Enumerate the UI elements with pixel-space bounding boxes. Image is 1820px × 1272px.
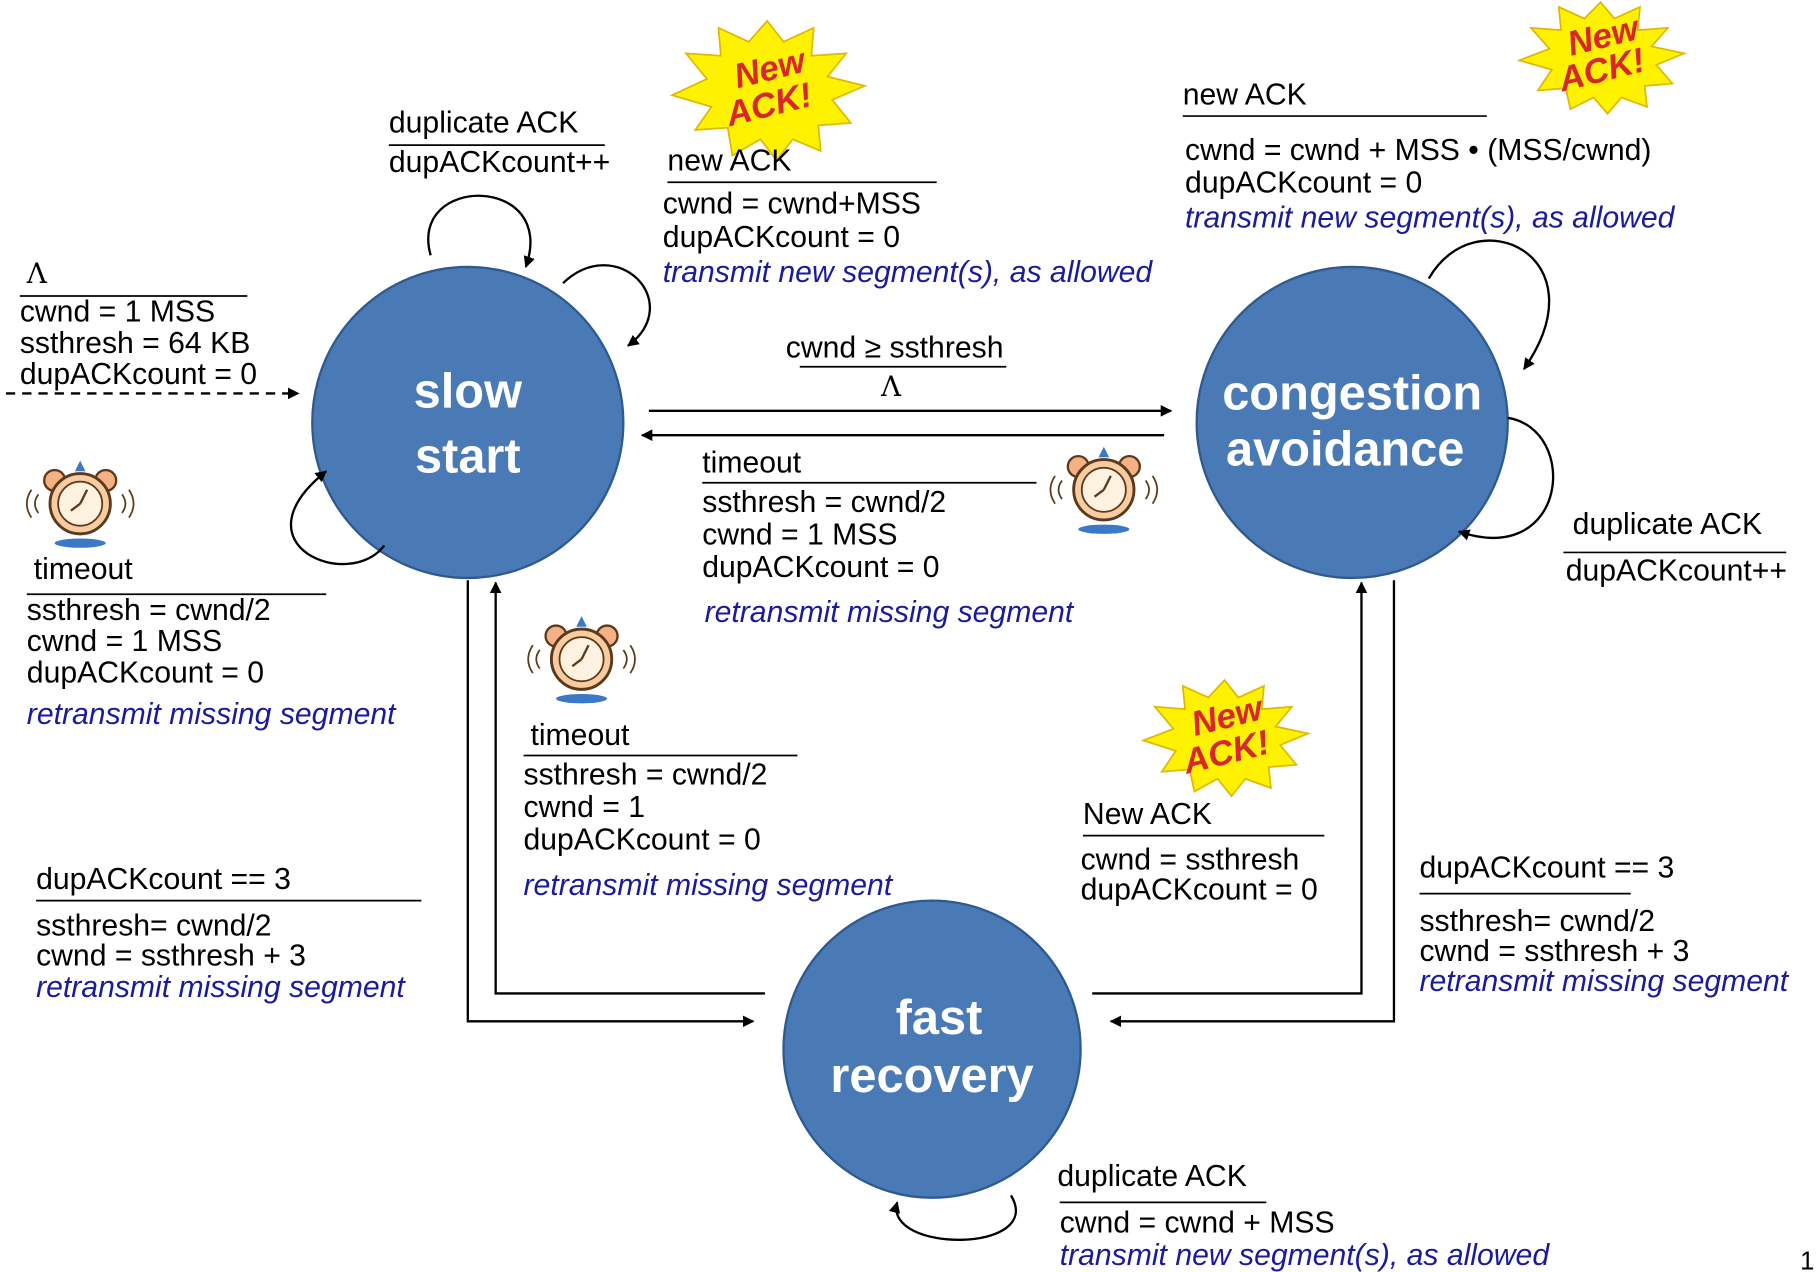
svg-text:dupACKcount++: dupACKcount++ (1566, 554, 1787, 587)
svg-text:dupACKcount == 3: dupACKcount == 3 (36, 863, 291, 896)
label-fr-to-ca: New ACK cwnd = ssthresh dupACKcount = 0 (1081, 798, 1318, 906)
svg-text:duplicate ACK: duplicate ACK (1573, 508, 1762, 541)
label-ss-to-ca: cwnd ≥ ssthresh Λ (786, 331, 1004, 402)
label-ca-dup: duplicate ACK dupACKcount++ (1566, 508, 1787, 587)
svg-text:cwnd = 1 MSS: cwnd = 1 MSS (20, 295, 215, 328)
svg-text:cwnd = 1: cwnd = 1 (524, 791, 646, 824)
alarm-clock-icon (1048, 446, 1159, 536)
svg-text:ssthresh = 64 KB: ssthresh = 64 KB (20, 327, 251, 360)
svg-text:transmit new segment(s), as al: transmit new segment(s), as allowed (663, 256, 1154, 289)
svg-text:dupACKcount = 0: dupACKcount = 0 (27, 656, 264, 689)
svg-text:dupACKcount == 3: dupACKcount == 3 (1419, 851, 1674, 884)
svg-text:ssthresh= cwnd/2: ssthresh= cwnd/2 (36, 909, 272, 942)
svg-text:dupACKcount = 0: dupACKcount = 0 (1185, 167, 1422, 200)
svg-text:cwnd = ssthresh + 3: cwnd = ssthresh + 3 (1419, 935, 1689, 968)
new-ack-burst-icon: New ACK! (669, 19, 868, 162)
svg-text:Λ: Λ (880, 370, 902, 403)
svg-text:cwnd = 1 MSS: cwnd = 1 MSS (27, 625, 222, 658)
svg-text:ssthresh = cwnd/2: ssthresh = cwnd/2 (702, 486, 946, 519)
state-fast-recovery[interactable]: fast recovery (782, 899, 1082, 1199)
ss-timeout-loop (289, 470, 386, 566)
label-ca-newack: new ACK cwnd = cwnd + MSS • (MSS/cwnd) d… (1183, 78, 1676, 234)
state-label: avoidance (1226, 422, 1464, 476)
svg-text:dupACKcount = 0: dupACKcount = 0 (702, 551, 939, 584)
svg-text:dupACKcount = 0: dupACKcount = 0 (1081, 873, 1318, 906)
svg-text:ssthresh = cwnd/2: ssthresh = cwnd/2 (524, 759, 768, 792)
svg-text:cwnd = 1 MSS: cwnd = 1 MSS (702, 518, 897, 551)
svg-text:ssthresh= cwnd/2: ssthresh= cwnd/2 (1419, 905, 1655, 938)
ss-dup-loop (427, 194, 535, 269)
svg-text:retransmit missing segment: retransmit missing segment (1419, 965, 1789, 998)
alarm-clock-icon (25, 460, 136, 550)
label-ss-to-fr: dupACKcount == 3 ssthresh= cwnd/2 cwnd =… (36, 863, 406, 1004)
label-initial: Λ cwnd = 1 MSS ssthresh = 64 KB dupACKco… (20, 257, 257, 391)
state-label: recovery (830, 1049, 1033, 1103)
svg-text:cwnd = cwnd + MSS: cwnd = cwnd + MSS (1060, 1207, 1335, 1240)
state-slow-start[interactable]: slow start (311, 265, 625, 580)
label-ss-newack: new ACK cwnd = cwnd+MSS dupACKcount = 0 … (663, 145, 1154, 289)
fr-to-ca-arrow (1092, 581, 1368, 995)
svg-text:duplicate ACK: duplicate ACK (1057, 1160, 1246, 1193)
svg-text:duplicate ACK: duplicate ACK (389, 106, 578, 139)
ca-dup-loop (1457, 416, 1555, 541)
separator-lines (19, 115, 1787, 1204)
state-label: slow (414, 364, 522, 418)
label-fr-dup: duplicate ACK cwnd = cwnd + MSS transmit… (1057, 1160, 1550, 1272)
label-ca-timeout: timeout ssthresh = cwnd/2 cwnd = 1 MSS d… (702, 446, 1075, 629)
label-ca-to-fr: dupACKcount == 3 ssthresh= cwnd/2 cwnd =… (1419, 851, 1789, 998)
page-number: 1 (1800, 1248, 1814, 1272)
state-label: fast (896, 991, 983, 1045)
svg-text:dupACKcount = 0: dupACKcount = 0 (20, 358, 257, 391)
new-ack-burst-icon: New ACK! (1516, 1, 1688, 116)
label-fr-timeout: timeout ssthresh = cwnd/2 cwnd = 1 dupAC… (524, 719, 894, 902)
svg-text:transmit new segment(s), as al: transmit new segment(s), as allowed (1060, 1239, 1551, 1272)
svg-text:New ACK: New ACK (1083, 798, 1212, 831)
svg-text:dupACKcount = 0: dupACKcount = 0 (524, 824, 761, 857)
svg-text:dupACKcount = 0: dupACKcount = 0 (663, 221, 900, 254)
svg-text:new ACK: new ACK (1183, 78, 1307, 111)
state-congestion-avoidance[interactable]: congestion avoidance (1195, 265, 1509, 580)
new-ack-burst-icon: New ACK! (1140, 678, 1311, 798)
svg-text:cwnd = cwnd + MSS • (MSS/cwnd): cwnd = cwnd + MSS • (MSS/cwnd) (1185, 134, 1651, 167)
state-label: start (415, 429, 521, 483)
svg-text:timeout: timeout (530, 719, 630, 752)
ca-newack-loop (1427, 239, 1551, 371)
alarm-clock-icon (526, 615, 637, 705)
ss-to-fr-arrow (466, 580, 755, 1028)
svg-text:timeout: timeout (702, 446, 802, 479)
ca-to-fr-arrow (1109, 580, 1396, 1028)
label-ss-timeout: timeout ssthresh = cwnd/2 cwnd = 1 MSS d… (27, 553, 397, 731)
svg-text:Λ: Λ (26, 257, 48, 290)
state-label: congestion (1222, 367, 1482, 421)
svg-text:cwnd ≥ ssthresh: cwnd ≥ ssthresh (786, 331, 1004, 364)
svg-text:retransmit missing segment: retransmit missing segment (36, 971, 406, 1004)
ss-newack-loop (562, 264, 651, 347)
fr-dup-loop (888, 1194, 1017, 1241)
svg-text:transmit new segment(s), as al: transmit new segment(s), as allowed (1185, 201, 1676, 234)
svg-text:ssthresh = cwnd/2: ssthresh = cwnd/2 (27, 594, 271, 627)
svg-text:retransmit missing segment: retransmit missing segment (27, 698, 397, 731)
transition-arrows (5, 194, 1555, 1241)
svg-text:cwnd = ssthresh: cwnd = ssthresh (1081, 843, 1300, 876)
label-ss-dup: duplicate ACK dupACKcount++ (389, 106, 610, 178)
svg-text:cwnd = ssthresh + 3: cwnd = ssthresh + 3 (36, 940, 306, 973)
svg-text:cwnd = cwnd+MSS: cwnd = cwnd+MSS (663, 188, 921, 221)
svg-text:retransmit missing segment: retransmit missing segment (524, 869, 894, 902)
fr-to-ss-arrow (489, 581, 765, 995)
svg-text:dupACKcount++: dupACKcount++ (389, 146, 610, 179)
svg-text:retransmit missing segment: retransmit missing segment (705, 596, 1075, 629)
svg-text:timeout: timeout (34, 553, 134, 586)
svg-text:new ACK: new ACK (667, 145, 791, 178)
